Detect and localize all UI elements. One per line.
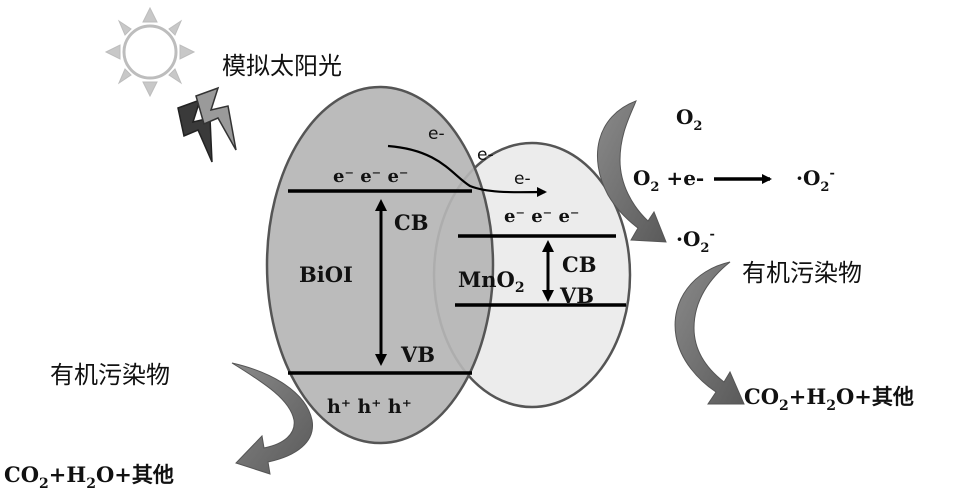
biol-cb-label: CB (394, 210, 428, 235)
sun-icon (104, 6, 196, 98)
o2-label: O2 (676, 105, 702, 134)
superoxide-radical: ·O2- (676, 227, 715, 256)
left-pollutant-label: 有机污染物 (50, 361, 170, 389)
biol-vb-label: VB (400, 342, 435, 367)
mno2-electrons: e⁻ e⁻ e⁻ (504, 206, 579, 227)
sunlight-label: 模拟太阳光 (222, 52, 342, 80)
lightning-icon (177, 86, 237, 163)
reduction-equation: O2 +e- (633, 166, 704, 195)
right-pollutant-label: 有机污染物 (742, 259, 862, 287)
transfer-e-label-3: e- (514, 169, 531, 189)
left-products: CO2+H2O+其他 (4, 462, 174, 492)
mno2-cb-label: CB (562, 252, 596, 277)
transfer-e-label-2: e- (477, 145, 494, 165)
curved-arrow-icon (674, 261, 745, 405)
electron-transfer-arrow (387, 144, 547, 198)
curved-arrow-icon (231, 362, 313, 475)
superoxide-product: ·O2- (796, 166, 835, 195)
biol-electrons: e⁻ e⁻ e⁻ (333, 166, 408, 187)
transfer-e-label-1: e- (428, 124, 445, 144)
right-products: CO2+H2O+其他 (744, 384, 914, 414)
curved-arrow-icon (596, 100, 667, 243)
mno2-vb-label: VB (559, 283, 594, 308)
biol-name: BiOI (299, 262, 353, 287)
biol-holes: h⁺ h⁺ h⁺ (327, 396, 412, 418)
mno2-name: MnO2 (458, 267, 525, 296)
